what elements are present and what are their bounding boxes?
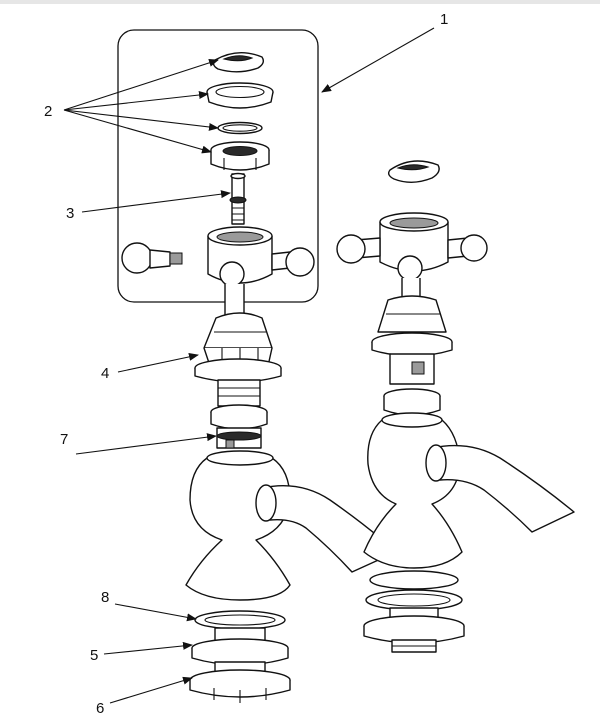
callout-4: 4 xyxy=(101,365,109,382)
headwork-assembly-box xyxy=(117,29,319,303)
spout xyxy=(255,484,397,573)
leader-2b xyxy=(63,91,209,111)
pillar-body-right xyxy=(363,412,463,569)
leader-1 xyxy=(321,27,435,93)
tail-right xyxy=(363,570,465,653)
leader-6 xyxy=(109,676,193,704)
top-border xyxy=(0,0,600,4)
indice-cap-right xyxy=(387,160,440,183)
back-nut xyxy=(189,661,291,703)
left-tap-exploded xyxy=(117,29,397,703)
threaded-stem xyxy=(210,379,268,430)
retaining-nut xyxy=(210,141,270,171)
leader-2c xyxy=(63,109,219,131)
leader-2a xyxy=(63,58,219,111)
leader-8 xyxy=(114,603,197,622)
cross-handle-right xyxy=(336,212,488,301)
callout-leaders xyxy=(63,27,435,704)
callout-5: 5 xyxy=(90,647,98,664)
indice-cap xyxy=(212,52,265,73)
callout-1: 1 xyxy=(440,11,448,28)
cross-handle xyxy=(121,226,315,329)
tail-washer xyxy=(194,610,286,630)
leader-5 xyxy=(103,641,193,655)
leader-3 xyxy=(81,190,231,213)
washer-ring xyxy=(217,121,263,135)
spindle xyxy=(229,172,247,225)
callout-7: 7 xyxy=(60,431,68,448)
tail-ring xyxy=(191,627,289,666)
leader-7 xyxy=(75,433,217,455)
leader-4 xyxy=(117,352,199,373)
callout-6: 6 xyxy=(96,700,104,717)
callout-3: 3 xyxy=(66,205,74,222)
headwork-right xyxy=(371,295,453,416)
right-tap-assembled xyxy=(336,160,575,653)
callout-2: 2 xyxy=(44,103,52,120)
headwork-nut xyxy=(194,312,282,383)
spindle-oring xyxy=(216,427,262,449)
leader-2d xyxy=(63,109,212,154)
spout-right xyxy=(425,444,575,533)
pillar-body xyxy=(185,450,291,601)
callout-labels: 1 2 3 4 7 8 5 6 xyxy=(44,11,448,717)
shroud-ring xyxy=(206,82,274,109)
callout-8: 8 xyxy=(101,589,109,606)
